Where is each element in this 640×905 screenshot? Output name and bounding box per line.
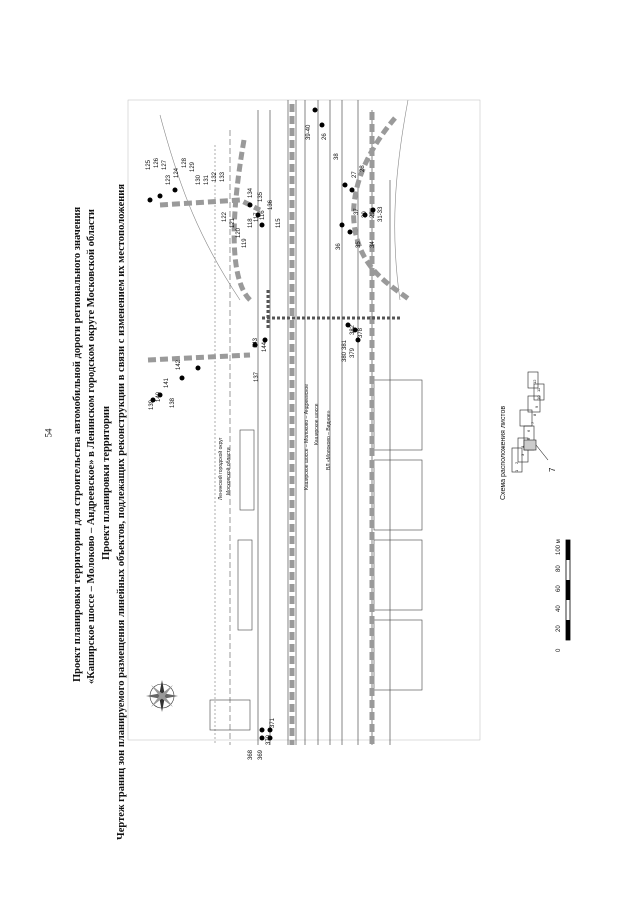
svg-text:378: 378 [358,327,364,338]
scale-bar [565,539,571,641]
svg-text:137: 137 [254,371,260,382]
north-arrow-icon [146,680,178,712]
svg-text:34: 34 [370,241,376,248]
svg-text:36: 36 [336,243,342,250]
svg-text:141: 141 [164,377,170,388]
road-label-5: ВЛ «Молоково – Видное» [326,410,332,470]
svg-text:126: 126 [154,157,160,168]
sheet-number: 2 [514,461,519,464]
svg-text:119: 119 [242,238,248,248]
svg-text:130: 130 [196,174,202,185]
svg-text:124: 124 [174,167,180,178]
svg-text:135: 135 [258,191,264,202]
sheet-number: 8 [532,413,537,416]
svg-text:380: 380 [342,351,348,362]
svg-text:27: 27 [352,171,358,178]
svg-text:26: 26 [322,133,328,140]
svg-text:140: 140 [156,391,162,402]
svg-text:142: 142 [176,359,182,370]
sheet-number-list: 1 2 3 4 5 6 7 8 9 10 11 12 [512,372,546,476]
scale-tick-20: 20 [556,625,562,632]
svg-text:30: 30 [362,211,368,218]
sheet-number: 11 [536,387,541,392]
svg-text:138: 138 [170,397,176,408]
svg-text:127: 127 [162,159,168,170]
svg-text:129: 129 [190,161,196,172]
svg-text:29: 29 [370,211,376,218]
road-label-2: Московской области [225,447,232,495]
svg-text:31-33: 31-33 [378,206,384,222]
sheet-number: 10 [536,395,541,400]
road-lines [159,99,409,745]
road-label-1: Ленинский городской округ [217,437,224,500]
sheet-number: 1 [514,469,519,472]
scale-tick-80: 80 [556,565,562,572]
svg-text:115: 115 [276,218,282,228]
road-label-4: Каширское шоссе [314,403,320,445]
boundary-points [147,107,376,741]
svg-text:121: 121 [230,217,236,228]
map-frame [127,99,481,741]
planned-zone [147,104,412,745]
road-label-3: Каширское шоссе – Молоково – Андреевское [304,384,310,490]
sheet-scheme-callout: 7 [548,467,557,472]
svg-text:131: 131 [204,174,210,185]
sheet-scheme-diagram [511,371,549,473]
sheet-scheme-title: Схема расположения листов [500,405,507,500]
svg-text:125: 125 [146,159,152,170]
svg-text:139: 139 [149,399,155,410]
sheet-number: 5 [526,437,531,440]
svg-text:117: 117 [254,212,260,222]
svg-text:144: 144 [262,341,268,352]
svg-text:116: 116 [260,210,266,220]
svg-text:133: 133 [220,171,226,182]
svg-text:379: 379 [350,347,356,358]
sheet-number: 3 [520,453,525,456]
svg-text:39-40: 39-40 [306,124,312,140]
svg-text:118: 118 [248,218,254,228]
svg-text:382: 382 [350,324,356,335]
svg-text:120: 120 [236,227,242,238]
svg-text:381: 381 [342,339,348,350]
svg-text:132: 132 [212,171,218,182]
svg-text:368: 368 [248,749,254,760]
svg-text:122: 122 [222,211,228,222]
sheet-number: 9 [534,405,539,408]
scale-tick-0: 0 [556,648,562,652]
svg-text:369: 369 [258,749,264,760]
svg-text:123: 123 [166,174,172,185]
sheet-number: 4 [520,445,525,448]
scale-tick-100: 100 м [556,539,562,555]
svg-text:37: 37 [354,208,360,215]
svg-text:136: 136 [268,199,274,210]
svg-text:28: 28 [360,165,366,172]
boundary-line [262,290,400,330]
svg-text:371: 371 [270,717,276,728]
point-labels: 139 140 141 142 138 143 144 137 368 369 … [146,124,384,760]
svg-text:143: 143 [253,337,259,348]
sheet-number: 12 [532,379,537,384]
svg-text:134: 134 [248,187,254,198]
svg-text:128: 128 [182,157,188,168]
svg-text:35: 35 [356,241,362,248]
sheet-number: 6 [526,429,531,432]
scale-tick-60: 60 [556,585,562,592]
sheet-number: 7 [530,421,535,424]
svg-text:38: 38 [334,153,340,160]
scale-tick-40: 40 [556,605,562,612]
svg-text:370: 370 [266,734,272,745]
